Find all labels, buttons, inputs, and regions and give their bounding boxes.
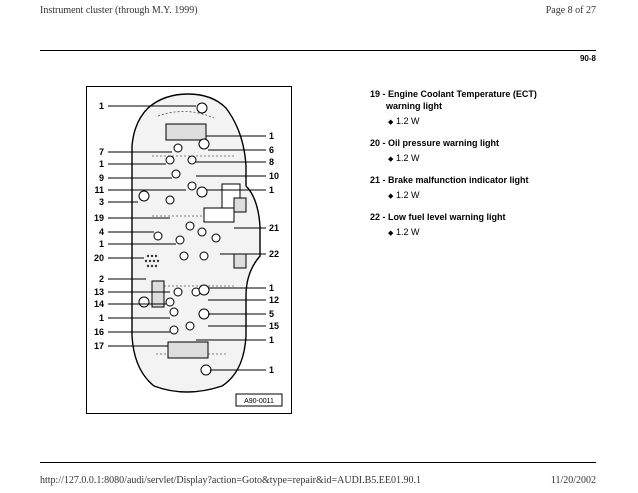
label-left: 7 — [99, 147, 104, 157]
label-left: 17 — [94, 341, 104, 351]
legend-item-spec: 1.2 W — [396, 227, 420, 237]
labels-left: 1 7 1 9 11 3 19 4 1 20 2 13 14 1 16 17 — [94, 101, 104, 351]
label-left: 20 — [94, 253, 104, 263]
label-right: 6 — [269, 145, 274, 155]
label-left: 11 — [94, 185, 104, 195]
label-left: 9 — [99, 173, 104, 183]
legend-item: 19 - Engine Coolant Temperature (ECT) wa… — [370, 88, 600, 128]
label-right: 1 — [269, 131, 274, 141]
label-left: 1 — [99, 101, 104, 111]
legend-item-title-line2: warning light — [386, 101, 442, 111]
connector-top — [165, 123, 207, 141]
label-right: 1 — [269, 185, 274, 195]
leader-lines-left — [108, 105, 196, 347]
legend-list: 19 - Engine Coolant Temperature (ECT) wa… — [370, 88, 600, 248]
label-right: 1 — [269, 283, 274, 293]
cluster-board-outline — [131, 93, 261, 393]
print-date: 11/20/2002 — [550, 475, 596, 486]
section-page-code: 90-8 — [579, 54, 596, 63]
header-rule — [40, 50, 596, 51]
diamond-bullet-icon: ◆ — [388, 230, 394, 237]
label-left: 4 — [99, 227, 104, 237]
bulb-sockets — [138, 102, 221, 376]
source-url: http://127.0.0.1:8080/audi/servlet/Displ… — [40, 475, 422, 486]
diamond-bullet-icon: ◆ — [388, 193, 394, 200]
label-right: 8 — [269, 157, 274, 167]
label-right: 22 — [269, 249, 279, 259]
label-left: 19 — [94, 213, 104, 223]
label-left: 16 — [94, 327, 104, 337]
diamond-bullet-icon: ◆ — [388, 119, 394, 126]
label-right: 5 — [269, 309, 274, 319]
label-left: 2 — [99, 274, 104, 284]
legend-item-title: 21 - Brake malfunction indicator light — [370, 175, 529, 185]
label-right: 10 — [269, 171, 279, 181]
legend-item-spec: 1.2 W — [396, 153, 420, 163]
label-right: 1 — [269, 365, 274, 375]
legend-item: 21 - Brake malfunction indicator light ◆… — [370, 174, 600, 202]
legend-item-spec: 1.2 W — [396, 190, 420, 200]
legend-item-title: 22 - Low fuel level warning light — [370, 212, 506, 222]
label-left: 14 — [94, 299, 104, 309]
labels-right: 1 6 8 10 1 21 22 1 12 5 15 1 1 — [269, 131, 279, 375]
label-left: 1 — [99, 159, 104, 169]
legend-item: 20 - Oil pressure warning light ◆1.2 W — [370, 137, 600, 165]
diagram-svg: 1 7 1 9 11 3 19 4 1 20 2 13 14 1 16 17 1… — [86, 86, 292, 414]
legend-item-title: 20 - Oil pressure warning light — [370, 138, 500, 148]
label-left: 3 — [99, 197, 104, 207]
label-left: 1 — [99, 239, 104, 249]
legend-item-title: 19 - Engine Coolant Temperature (ECT) — [370, 89, 537, 99]
connector-bottom — [167, 341, 209, 359]
label-left: 13 — [94, 287, 104, 297]
figure-id: A90-0011 — [244, 398, 274, 405]
label-left: 1 — [99, 313, 104, 323]
diamond-bullet-icon: ◆ — [388, 156, 394, 163]
label-right: 12 — [269, 295, 279, 305]
instrument-cluster-diagram: 1 7 1 9 11 3 19 4 1 20 2 13 14 1 16 17 1… — [86, 86, 292, 414]
page-number: Page 8 of 27 — [545, 5, 596, 16]
leader-lines-right — [196, 135, 266, 371]
legend-item-spec: 1.2 W — [396, 116, 420, 126]
footer-rule — [40, 462, 596, 463]
label-right: 1 — [269, 335, 274, 345]
label-right: 21 — [269, 223, 279, 233]
label-right: 15 — [269, 321, 279, 331]
document-title: Instrument cluster (through M.Y. 1999) — [40, 5, 198, 16]
legend-item: 22 - Low fuel level warning light ◆1.2 W — [370, 211, 600, 239]
